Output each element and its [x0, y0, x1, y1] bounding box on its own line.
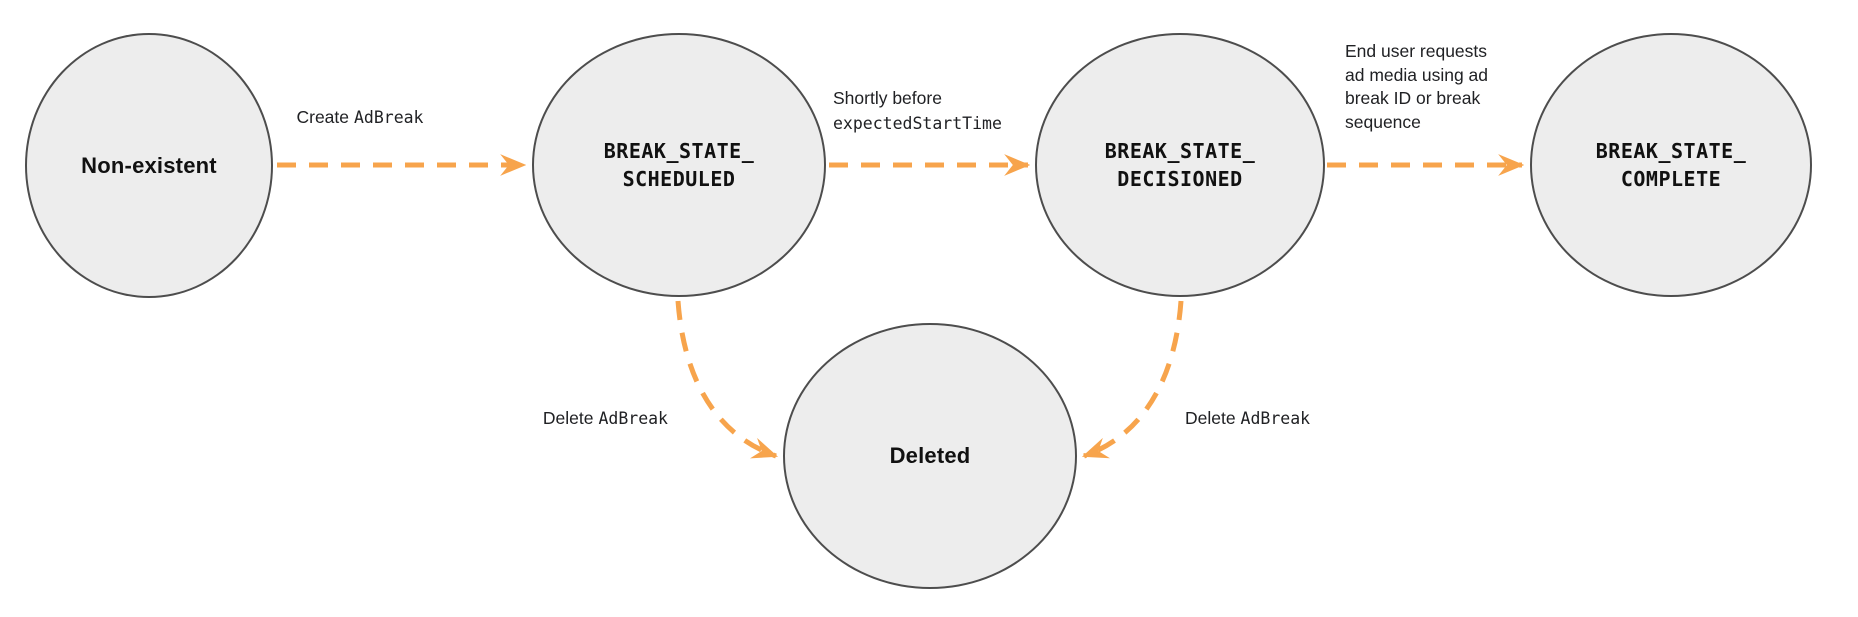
arrow-delete-from-scheduled: [675, 300, 779, 459]
state-node-non-existent: Non-existent: [25, 33, 273, 298]
state-label-line1: BREAK_STATE_: [1104, 139, 1256, 163]
transition-label-end-user-request: End user requests ad media using ad brea…: [1345, 40, 1488, 134]
transition-label-code: AdBreak: [353, 108, 424, 127]
transition-label-shortly-before: Shortly before expectedStartTime: [833, 85, 1002, 137]
transition-label-line: break ID or break: [1345, 88, 1481, 108]
state-node-break-state-complete: BREAK_STATE_ COMPLETE: [1530, 33, 1812, 297]
transition-label-code: expectedStartTime: [833, 114, 1002, 133]
transition-label-text: Shortly before: [833, 88, 942, 108]
state-node-deleted: Deleted: [783, 323, 1077, 589]
transition-label-text: Delete: [1185, 408, 1236, 428]
transition-label-code: AdBreak: [1240, 409, 1311, 428]
transition-label-line: sequence: [1345, 111, 1421, 132]
transition-label-code: AdBreak: [598, 409, 668, 428]
state-node-break-state-decisioned: BREAK_STATE_ DECISIONED: [1035, 33, 1325, 297]
state-label: Deleted: [889, 443, 971, 468]
state-label-line2: DECISIONED: [1117, 167, 1243, 191]
transition-label-line: ad media using ad: [1345, 64, 1489, 85]
arrow-delete-from-decisioned: [1081, 300, 1184, 459]
transition-label-text: Create: [296, 107, 350, 127]
state-label-line1: BREAK_STATE_: [1595, 139, 1747, 163]
state-label: Non-existent: [81, 152, 217, 178]
transition-label-line: End user requests: [1345, 41, 1488, 61]
state-node-break-state-scheduled: BREAK_STATE_ SCHEDULED: [532, 33, 826, 297]
transition-label-text: Delete: [542, 408, 594, 428]
state-label-line2: SCHEDULED: [622, 167, 736, 191]
state-label-line1: BREAK_STATE_: [603, 139, 755, 163]
state-label-line2: COMPLETE: [1620, 167, 1722, 191]
